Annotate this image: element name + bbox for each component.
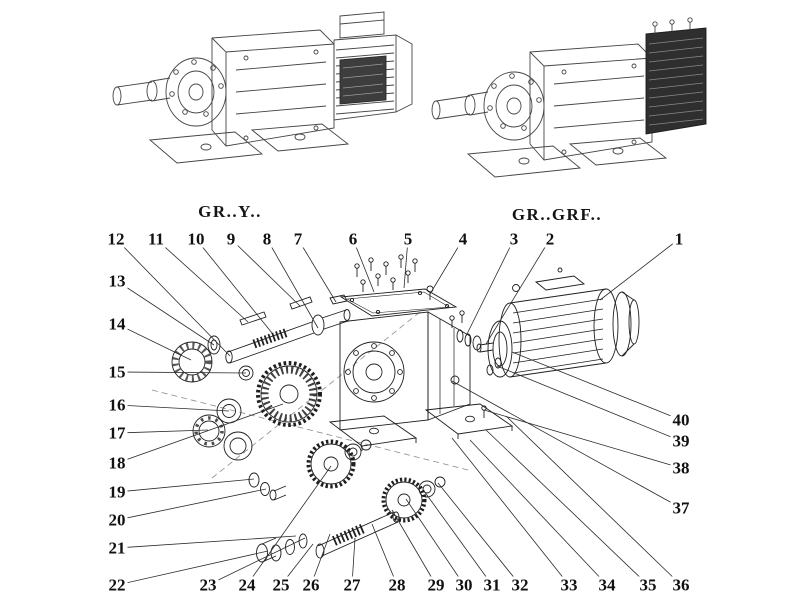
- leader-line-32: [437, 482, 521, 586]
- motor-mount-hardware: [449, 310, 502, 418]
- leader-line-17: [116, 429, 209, 434]
- leader-line-8: [266, 238, 319, 329]
- callout-4: 4: [456, 229, 470, 249]
- leader-lines: [115, 238, 682, 586]
- top-cover: [339, 288, 458, 317]
- callout-25: 25: [270, 575, 292, 595]
- callout-33: 33: [558, 575, 580, 595]
- callout-22: 22: [106, 575, 128, 595]
- leader-line-13: [116, 280, 215, 346]
- callout-11: 11: [145, 229, 167, 249]
- callout-26: 26: [300, 575, 322, 595]
- callout-6: 6: [346, 229, 360, 249]
- callout-10: 10: [185, 229, 207, 249]
- intermediate-gears: [248, 361, 372, 501]
- callout-28: 28: [386, 575, 408, 595]
- callout-23: 23: [197, 575, 219, 595]
- callout-3: 3: [507, 229, 521, 249]
- leader-line-31: [423, 490, 493, 586]
- cover-bolts: [354, 254, 434, 300]
- leader-line-20: [116, 488, 267, 521]
- leader-line-7: [297, 238, 337, 303]
- callout-36: 36: [670, 575, 692, 595]
- callout-37: 37: [670, 498, 692, 518]
- input-shaft-assembly: [225, 294, 351, 364]
- leader-line-21: [116, 535, 297, 549]
- callout-38: 38: [670, 458, 692, 478]
- leader-line-28: [371, 523, 398, 586]
- leader-line-36: [505, 415, 682, 586]
- variant-label-gr-grf: GR..GRF..: [511, 205, 603, 224]
- leader-line-38: [483, 409, 682, 469]
- callout-24: 24: [236, 575, 258, 595]
- callout-13: 13: [106, 271, 128, 291]
- callout-12: 12: [105, 229, 127, 249]
- callout-29: 29: [425, 575, 447, 595]
- bearings-and-seals: [171, 335, 254, 461]
- leader-line-30: [405, 498, 465, 586]
- leader-line-3: [465, 238, 515, 337]
- callout-15: 15: [106, 362, 128, 382]
- callout-39: 39: [670, 431, 692, 451]
- leader-line-16: [116, 404, 230, 412]
- leader-line-6: [352, 238, 375, 293]
- leader-line-9: [230, 238, 301, 307]
- leader-line-14: [116, 323, 192, 361]
- leader-line-40: [511, 351, 682, 421]
- callout-14: 14: [106, 314, 128, 334]
- callout-31: 31: [481, 575, 503, 595]
- exploded-assembly-drawing: [151, 254, 640, 563]
- variant-label-gr-y: GR..Y..: [198, 202, 262, 221]
- leader-line-18: [116, 403, 284, 464]
- leader-line-29: [391, 509, 437, 586]
- gearmotor-grf-drawing: [431, 17, 707, 178]
- leader-line-39: [496, 365, 682, 442]
- callout-35: 35: [637, 575, 659, 595]
- callout-1: 1: [672, 229, 686, 249]
- callout-30: 30: [453, 575, 475, 595]
- gearmotor-y-drawing: [112, 11, 413, 164]
- leader-line-37: [451, 380, 682, 509]
- callout-7: 7: [291, 229, 305, 249]
- leader-line-35: [485, 429, 649, 586]
- leader-line-4: [429, 238, 464, 295]
- leader-line-1: [599, 238, 680, 301]
- callout-40: 40: [670, 410, 692, 430]
- callout-2: 2: [543, 229, 557, 249]
- callout-19: 19: [106, 482, 128, 502]
- callout-9: 9: [224, 229, 238, 249]
- leader-line-19: [116, 478, 255, 493]
- output-shaft-assembly: [256, 476, 446, 563]
- leader-line-22: [116, 550, 269, 586]
- leader-line-34: [469, 439, 608, 586]
- leader-line-15: [116, 371, 247, 374]
- leader-line-33: [451, 437, 570, 586]
- callout-20: 20: [106, 510, 128, 530]
- callout-21: 21: [106, 538, 128, 558]
- callout-16: 16: [106, 395, 128, 415]
- leader-line-2: [485, 238, 551, 345]
- leader-line-24: [246, 465, 332, 586]
- callout-17: 17: [106, 423, 128, 443]
- callout-27: 27: [341, 575, 363, 595]
- callout-34: 34: [596, 575, 618, 595]
- leader-line-11: [155, 238, 249, 323]
- leader-line-12: [115, 238, 231, 357]
- leader-line-23: [207, 537, 306, 586]
- gear-housing: [328, 311, 514, 451]
- callout-18: 18: [106, 453, 128, 473]
- callout-8: 8: [260, 229, 274, 249]
- callout-32: 32: [509, 575, 531, 595]
- leader-line-10: [195, 238, 273, 334]
- motor: [476, 267, 640, 378]
- callout-5: 5: [401, 229, 415, 249]
